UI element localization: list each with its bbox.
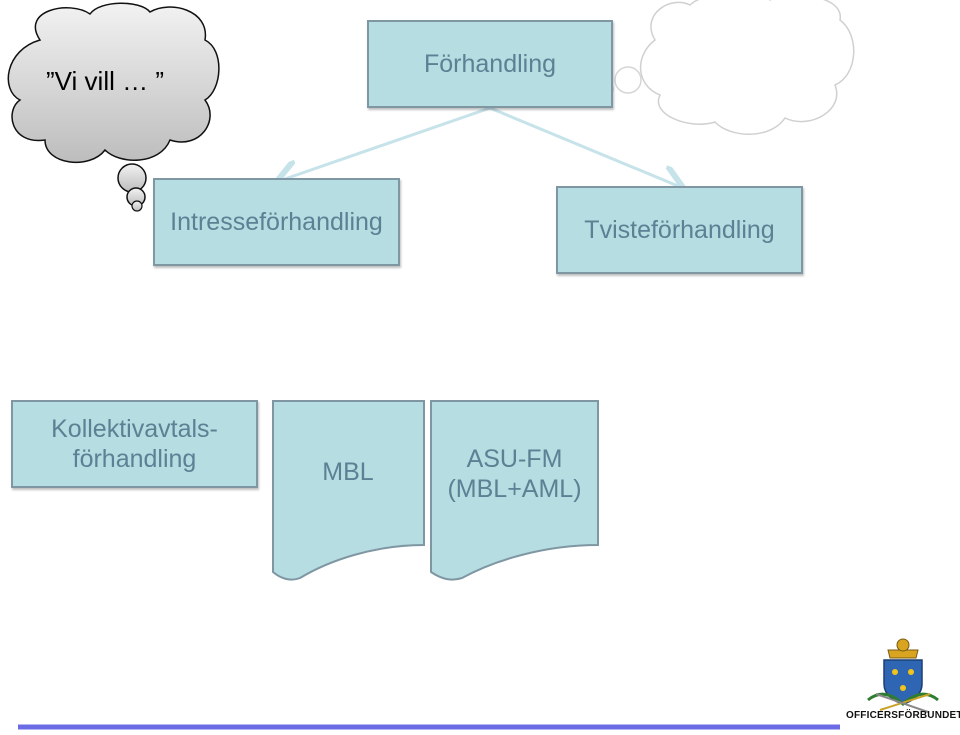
thought-cloud-right	[583, 0, 855, 135]
document-asu-shape	[430, 400, 599, 581]
node-kollektiv-line2: förhandling	[72, 445, 197, 473]
logo-wordmark: OFFICERSFÖRBUNDET	[846, 710, 960, 721]
node-intresseforhandling-label: Intresseförhandling	[170, 207, 383, 236]
node-kollektiv-line1: Kollektivavtals-	[51, 415, 218, 443]
thought-cloud-text: ”Vi vill … ”	[46, 66, 164, 96]
document-mbl-label: MBL	[272, 458, 424, 487]
document-asu-line2: (MBL+AML)	[447, 475, 582, 503]
node-forhandling-label: Förhandling	[423, 49, 557, 78]
node-intresseforhandling: Intresseförhandling	[153, 178, 400, 266]
thought-cloud-left	[7, 2, 220, 212]
node-kollektivavtalsforhandling: Kollektivavtals- förhandling	[11, 400, 258, 488]
node-tvisteforhandling-label: Tvisteförhandling	[584, 215, 775, 244]
document-asu-label: ASU-FM (MBL+AML)	[431, 444, 598, 504]
document-asu-line1: ASU-FM	[466, 445, 563, 473]
node-tvisteforhandling: Tvisteförhandling	[556, 186, 803, 274]
arrow-to-intresse	[282, 106, 491, 180]
document-mbl-shape	[272, 400, 425, 581]
document-mbl-line1: MBL	[322, 458, 374, 486]
arrow-to-tviste	[489, 106, 678, 186]
officersforbundet-logo	[867, 638, 939, 713]
node-forhandling: Förhandling	[367, 20, 613, 108]
